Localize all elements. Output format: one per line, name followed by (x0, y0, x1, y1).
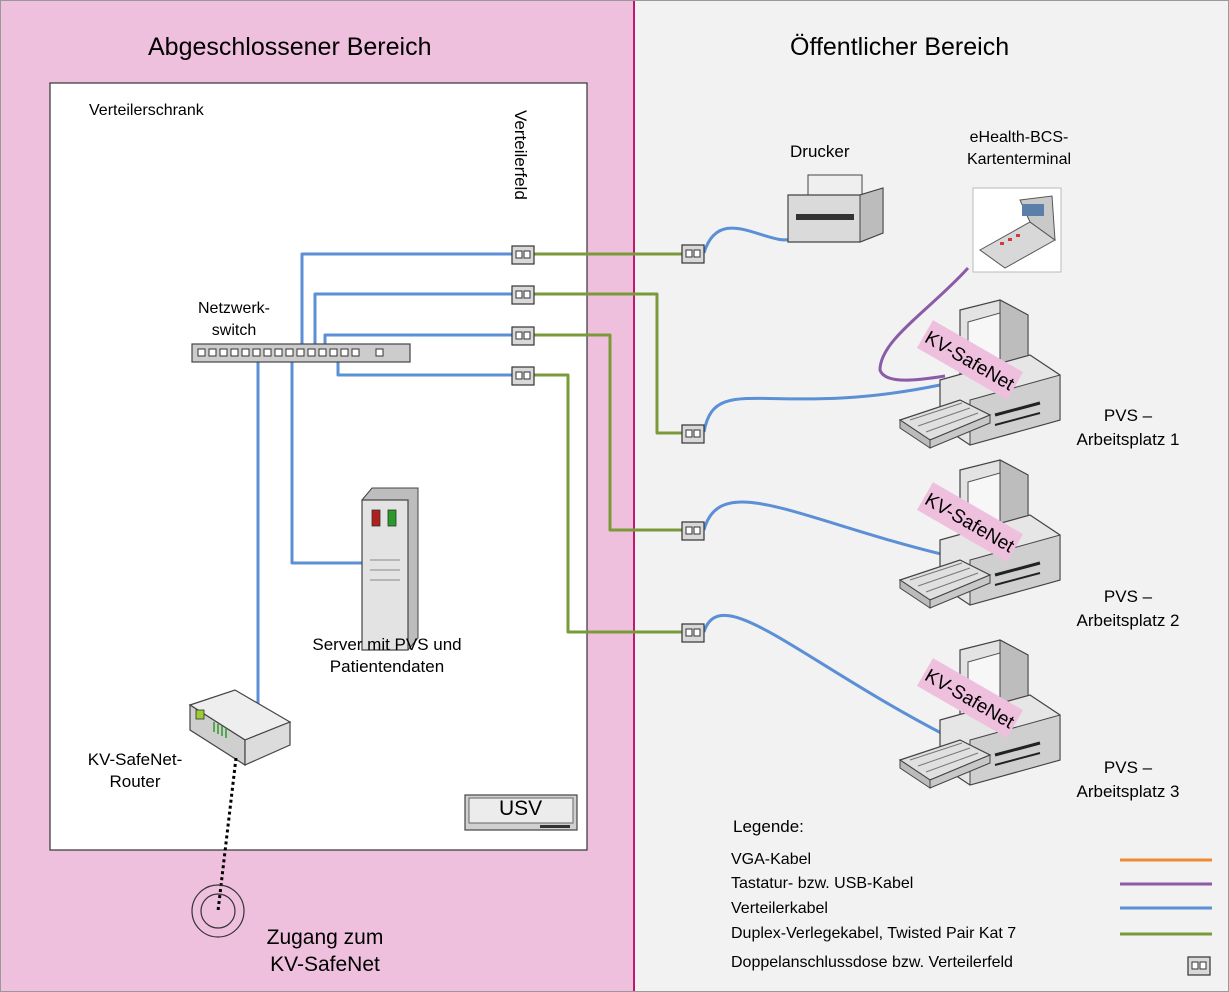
printer-icon (787, 174, 884, 243)
switch-label: Netzwerk- switch (197, 300, 270, 339)
printer-label: Drucker (790, 142, 850, 161)
device-cables (702, 226, 946, 737)
legend-item: Tastatur- bzw. USB-Kabel (731, 875, 914, 892)
ups-icon (464, 794, 578, 831)
legend-title: Legende: (733, 817, 804, 836)
twisted-pair-cables (534, 252, 682, 634)
socket-legend-icon (1187, 956, 1211, 976)
public-area-title: Öffentlicher Bereich (790, 33, 1010, 61)
legend-item: VGA-Kabel (731, 851, 812, 868)
safenet-access-icon (191, 884, 245, 938)
card-terminal-icon (972, 187, 1062, 273)
restricted-area-title: Abgeschlossener Bereich (148, 33, 432, 61)
distribution-cabinet (49, 82, 588, 851)
router-icon (188, 689, 292, 767)
card-terminal-label: eHealth-BCS- Kartenterminal (966, 129, 1072, 168)
server-label: Server mit PVS und Patientendaten (312, 635, 462, 676)
network-switch (191, 343, 411, 363)
router-label: KV-SafeNet- Router (87, 750, 183, 791)
legend-item: Duplex-Verlegekabel, Twisted Pair Kat 7 (731, 925, 1017, 942)
server-icon (361, 487, 419, 651)
patch-panel-label: Verteilerfeld (511, 110, 530, 200)
cabinet-title: Verteilerschrank (89, 102, 204, 119)
legend-swatches (1120, 858, 1212, 936)
distribution-cables (256, 252, 512, 708)
workstation-3-label: PVS – Arbeitsplatz 3 (1076, 758, 1180, 801)
workstation-1-label: PVS – Arbeitsplatz 1 (1076, 406, 1180, 449)
safenet-access-label: Zugang zum KV-SafeNet (266, 926, 384, 976)
usb-cable (878, 266, 970, 382)
legend-item: Doppelanschlussdose bzw. Verteilerfeld (731, 954, 1013, 971)
ups-label: USV (499, 797, 543, 820)
workstation-2-label: PVS – Arbeitsplatz 2 (1076, 587, 1180, 630)
legend-item: Verteilerkabel (731, 900, 828, 917)
